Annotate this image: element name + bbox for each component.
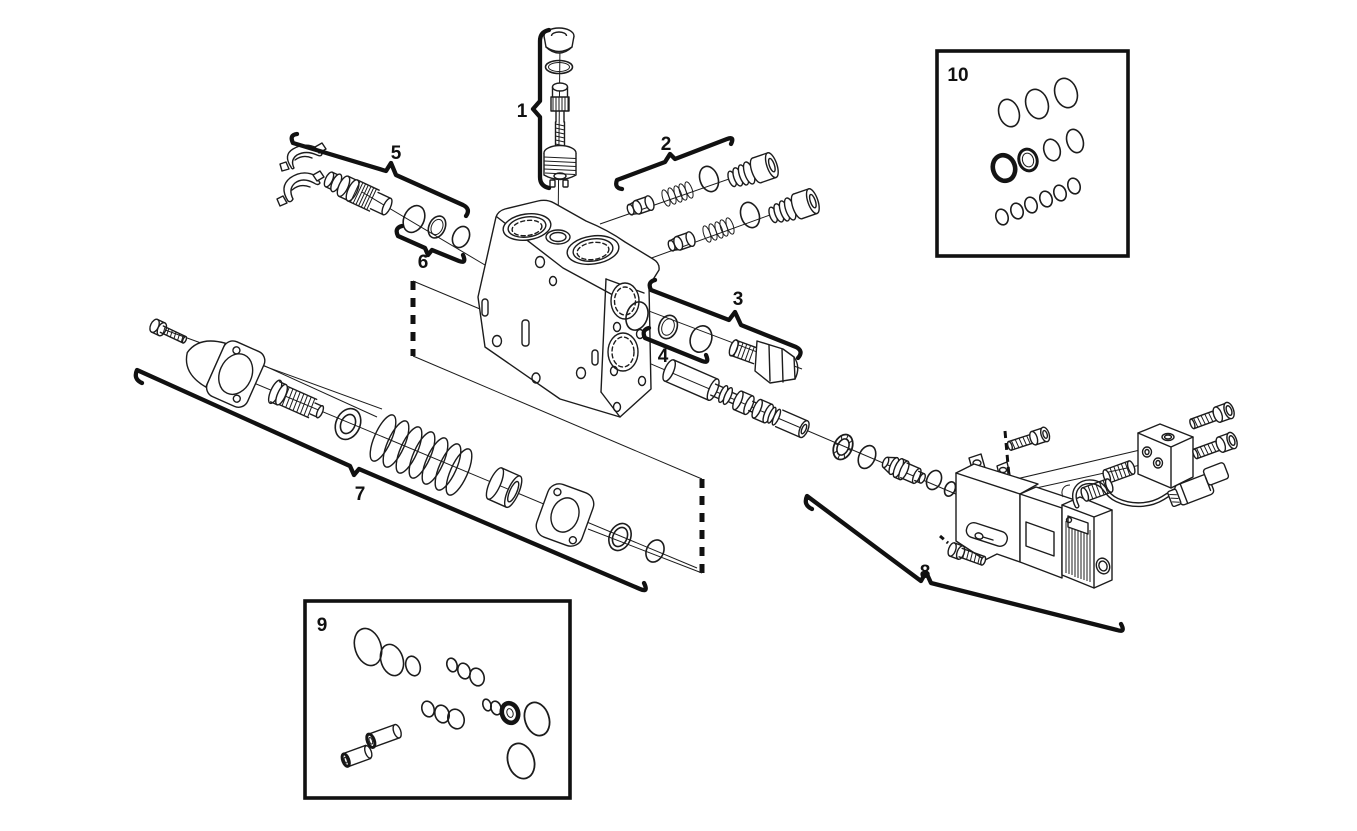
- seal-kit-box-9: 9: [303, 599, 572, 800]
- callout-label-8: 8: [920, 562, 931, 583]
- hex-plug: [728, 339, 799, 384]
- clamp-half-lower: [276, 170, 325, 207]
- kit-9-o-rings: [353, 627, 551, 780]
- bracket-2: [614, 136, 735, 192]
- kit-10-o-rings: [990, 77, 1085, 226]
- part-7-assembly: [149, 318, 665, 563]
- spool: [662, 359, 810, 439]
- bracket-6: [394, 223, 467, 264]
- callout-label-5: 5: [391, 143, 402, 164]
- o-ring: [544, 59, 574, 75]
- bracket-1: [530, 27, 552, 191]
- poppet-spring-plug-set: [626, 152, 779, 216]
- callout-labels: 1 2 3 4 5 6 7 8: [355, 101, 931, 583]
- callout-label-6: 6: [418, 252, 429, 273]
- bracket-7: [133, 367, 648, 593]
- bolt: [149, 318, 188, 344]
- ribbed-seal: [832, 433, 854, 461]
- adjuster-screw: [550, 82, 570, 154]
- ghost-section-plane: [410, 280, 705, 574]
- pilot-valve-body: [955, 453, 1079, 579]
- threaded-plug: [543, 144, 577, 188]
- electrical-connector: [1167, 462, 1230, 508]
- callout-label-3: 3: [733, 289, 744, 310]
- kit-label-10: 10: [947, 65, 968, 86]
- stepped-plug: [727, 152, 779, 188]
- kit-label-9: 9: [317, 615, 328, 636]
- bracket-5: [289, 131, 471, 219]
- poppet-cartridge: [881, 456, 926, 485]
- spring: [661, 181, 694, 207]
- manifold-bolt: [1189, 401, 1235, 430]
- kit-9-plug: [340, 744, 373, 768]
- mounting-bolt-bottom: [947, 542, 987, 566]
- solenoid-cable: [1061, 479, 1177, 509]
- bracket-4: [641, 325, 710, 364]
- threaded-fitting: [323, 171, 393, 216]
- coil-spring: [369, 414, 473, 496]
- end-cap: [185, 340, 266, 408]
- callout-label-2: 2: [661, 134, 672, 155]
- bracket-8: [803, 493, 1125, 633]
- callout-label-4: 4: [658, 346, 669, 367]
- spring-seat: [485, 467, 523, 509]
- part-6-o-rings: [402, 204, 471, 249]
- seal-ring: [608, 522, 632, 552]
- part-1-assembly: [543, 27, 577, 188]
- cap: [543, 27, 575, 54]
- kit-9-plug: [365, 723, 402, 749]
- mounting-bolt-top: [1006, 426, 1051, 451]
- valve-body: [477, 199, 660, 418]
- part-3-assembly: [625, 301, 799, 384]
- solenoid-coil: [1061, 496, 1113, 589]
- callout-label-1: 1: [517, 101, 528, 122]
- seal-kit-box-10: 10: [935, 49, 1130, 258]
- part-2-assembly: [626, 152, 823, 255]
- flange-plate: [535, 483, 595, 547]
- washer: [334, 407, 362, 441]
- bracket-3: [647, 277, 803, 361]
- part-8-assembly: [939, 401, 1240, 589]
- callout-brackets: [133, 27, 1125, 633]
- manifold-block: [1137, 423, 1194, 489]
- threaded-stud: [267, 379, 325, 419]
- part-4-spool-assembly: [662, 359, 957, 497]
- callout-label-7: 7: [355, 484, 366, 505]
